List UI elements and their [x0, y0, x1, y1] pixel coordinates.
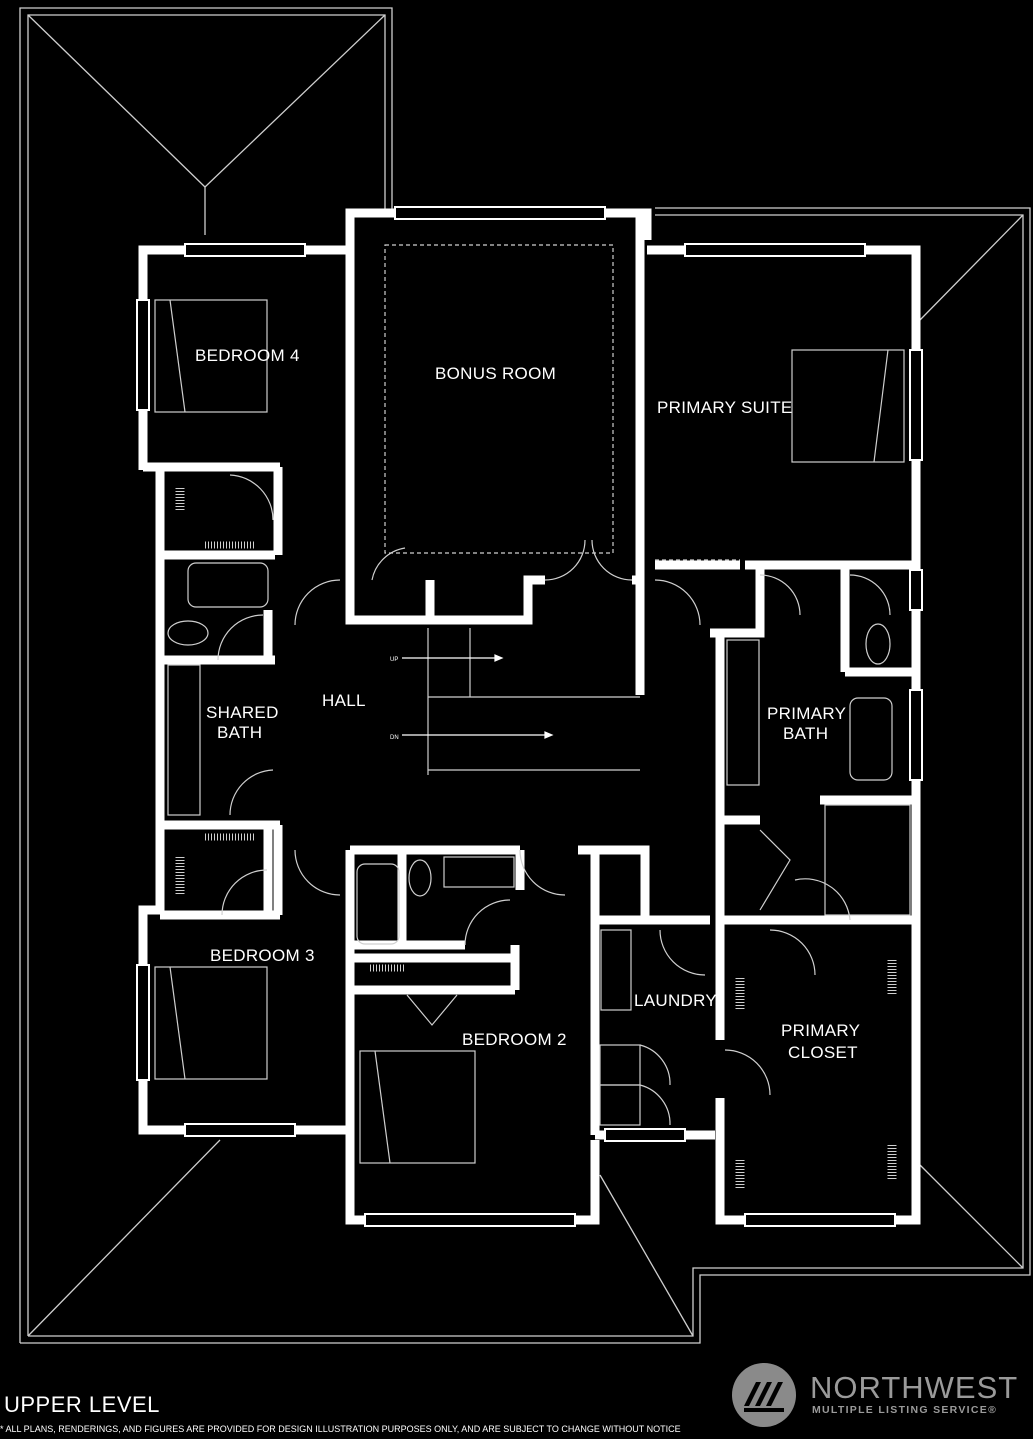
- primary-bath-label-line1: PRIMARY: [767, 704, 847, 723]
- primary-bath-label-line2: BATH: [783, 724, 829, 743]
- stair-up-label: UP: [390, 657, 398, 663]
- nwmls-subtitle: MULTIPLE LISTING SERVICE®: [812, 1404, 998, 1416]
- bedroom-3-label: BEDROOM 3: [210, 946, 315, 965]
- bedroom-4-label: BEDROOM 4: [195, 346, 300, 365]
- shared-bath-label-line2: BATH: [217, 723, 263, 742]
- bonus-room-label: BONUS ROOM: [435, 364, 557, 383]
- level-title: UPPER LEVEL: [4, 1392, 160, 1417]
- laundry-label: LAUNDRY: [634, 991, 718, 1010]
- nwmls-watermark: NORTHWEST MULTIPLE LISTING SERVICE®: [730, 1360, 1020, 1430]
- disclaimer-text: * ALL PLANS, RENDERINGS, AND FIGURES ARE…: [0, 1424, 681, 1434]
- hall-label: HALL: [322, 691, 366, 710]
- primary-suite-label: PRIMARY SUITE: [657, 398, 793, 417]
- primary-closet-label-line1: PRIMARY: [781, 1021, 861, 1040]
- stair-down-label: DN: [390, 735, 399, 741]
- nwmls-name: NORTHWEST: [810, 1370, 1019, 1405]
- stair-arrows: [402, 654, 554, 739]
- roof-outline: [19, 7, 1031, 1344]
- windows: [136, 206, 923, 1227]
- nwmls-logo-icon: [732, 1363, 796, 1427]
- shared-bath-label-line1: SHARED: [206, 703, 279, 722]
- primary-closet-label-line2: CLOSET: [788, 1043, 858, 1062]
- fixtures: [154, 244, 911, 1190]
- bedroom-2-label: BEDROOM 2: [462, 1030, 567, 1049]
